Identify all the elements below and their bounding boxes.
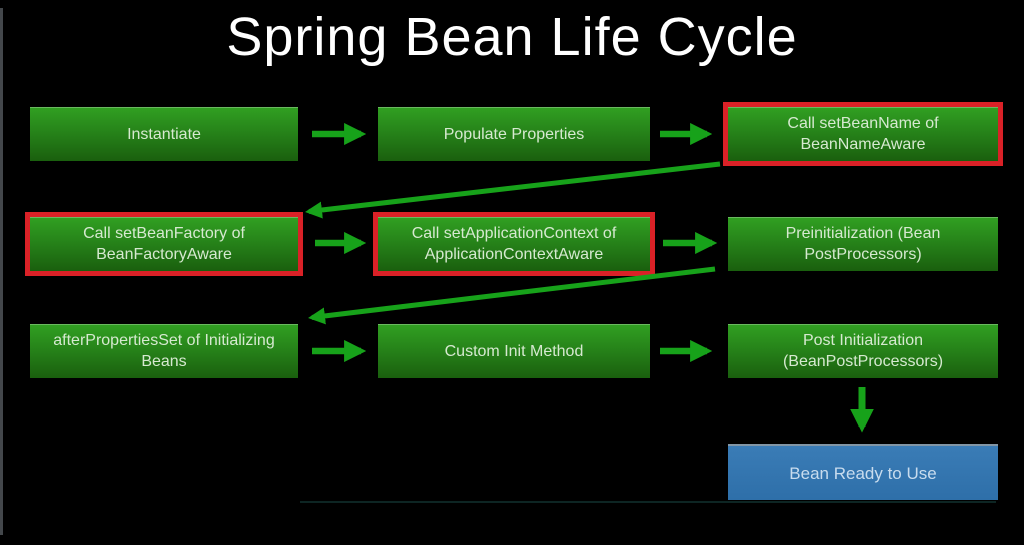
node-set-application-context: Call setApplicationContext of Applicatio… bbox=[373, 212, 655, 276]
window-edge bbox=[0, 8, 3, 535]
node-after-properties-set: afterPropertiesSet of Initializing Beans bbox=[30, 324, 298, 378]
node-bean-ready-to-use: Bean Ready to Use bbox=[728, 444, 998, 500]
node-instantiate: Instantiate bbox=[30, 107, 298, 161]
arrow-preinit-to-afterpropertiesset bbox=[308, 266, 716, 325]
node-populate-properties: Populate Properties bbox=[378, 107, 650, 161]
arrow-setbeanname-to-setbeanfactory bbox=[305, 161, 721, 219]
node-custom-init-method: Custom Init Method bbox=[378, 324, 650, 378]
node-set-bean-name: Call setBeanName of BeanNameAware bbox=[723, 102, 1003, 166]
node-set-bean-factory: Call setBeanFactory of BeanFactoryAware bbox=[25, 212, 303, 276]
node-post-initialization: Post Initialization (BeanPostProcessors) bbox=[728, 324, 998, 378]
node-preinitialization: Preinitialization (Bean PostProcessors) bbox=[728, 217, 998, 271]
page-title: Spring Bean Life Cycle bbox=[226, 7, 798, 67]
slide-edge-line bbox=[300, 501, 996, 503]
